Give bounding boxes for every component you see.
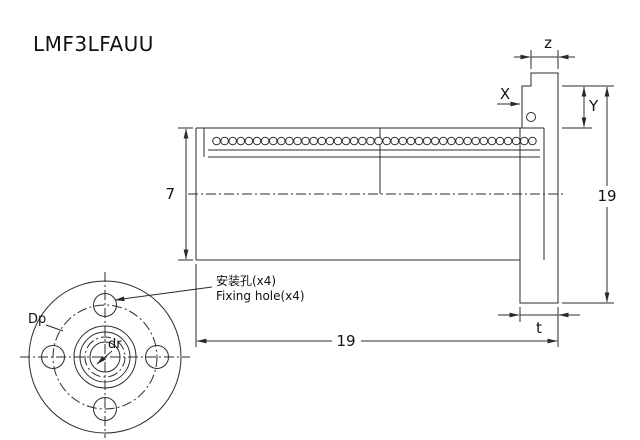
dimension-lines [45, 50, 614, 365]
fixing-hole-leader [114, 286, 213, 302]
dim-y [562, 86, 592, 129]
leader-lines [45, 286, 213, 365]
part-number-title: LMF3LFAUU [33, 32, 154, 56]
dim-label-y: Y [588, 97, 599, 115]
fixing-hole-note-cn: 安装孔(x4) [216, 273, 276, 288]
dim-flange-diameter [562, 85, 614, 304]
dim-label-length: 19 [336, 332, 355, 350]
dr-leader [96, 350, 113, 365]
fixing-hole-note-en: Fixing hole(x4) [216, 289, 305, 303]
dp-leader [45, 324, 64, 332]
seal-detail-circle [526, 112, 536, 122]
dim-z [514, 50, 575, 69]
labels: LMF3LFAUU 7 19 19 t z X Y Dp dr 安装孔(x4) … [28, 32, 617, 352]
dim-label-flange-diameter: 19 [597, 187, 616, 205]
dim-label-z: z [544, 34, 552, 52]
dim-flange-thickness [498, 307, 580, 322]
dim-label-pitch-circle: Dp [28, 312, 46, 327]
dim-length [195, 264, 559, 347]
flange-outline [519, 72, 559, 304]
ball-row [212, 136, 537, 146]
dim-label-outer-diameter: 7 [165, 185, 175, 203]
dim-label-flange-thickness: t [536, 319, 542, 337]
side-view-section [188, 72, 566, 304]
dim-outer-diameter [178, 127, 193, 261]
dim-label-bore: dr [108, 337, 122, 352]
dim-label-x: X [500, 85, 510, 103]
front-view [20, 272, 190, 438]
